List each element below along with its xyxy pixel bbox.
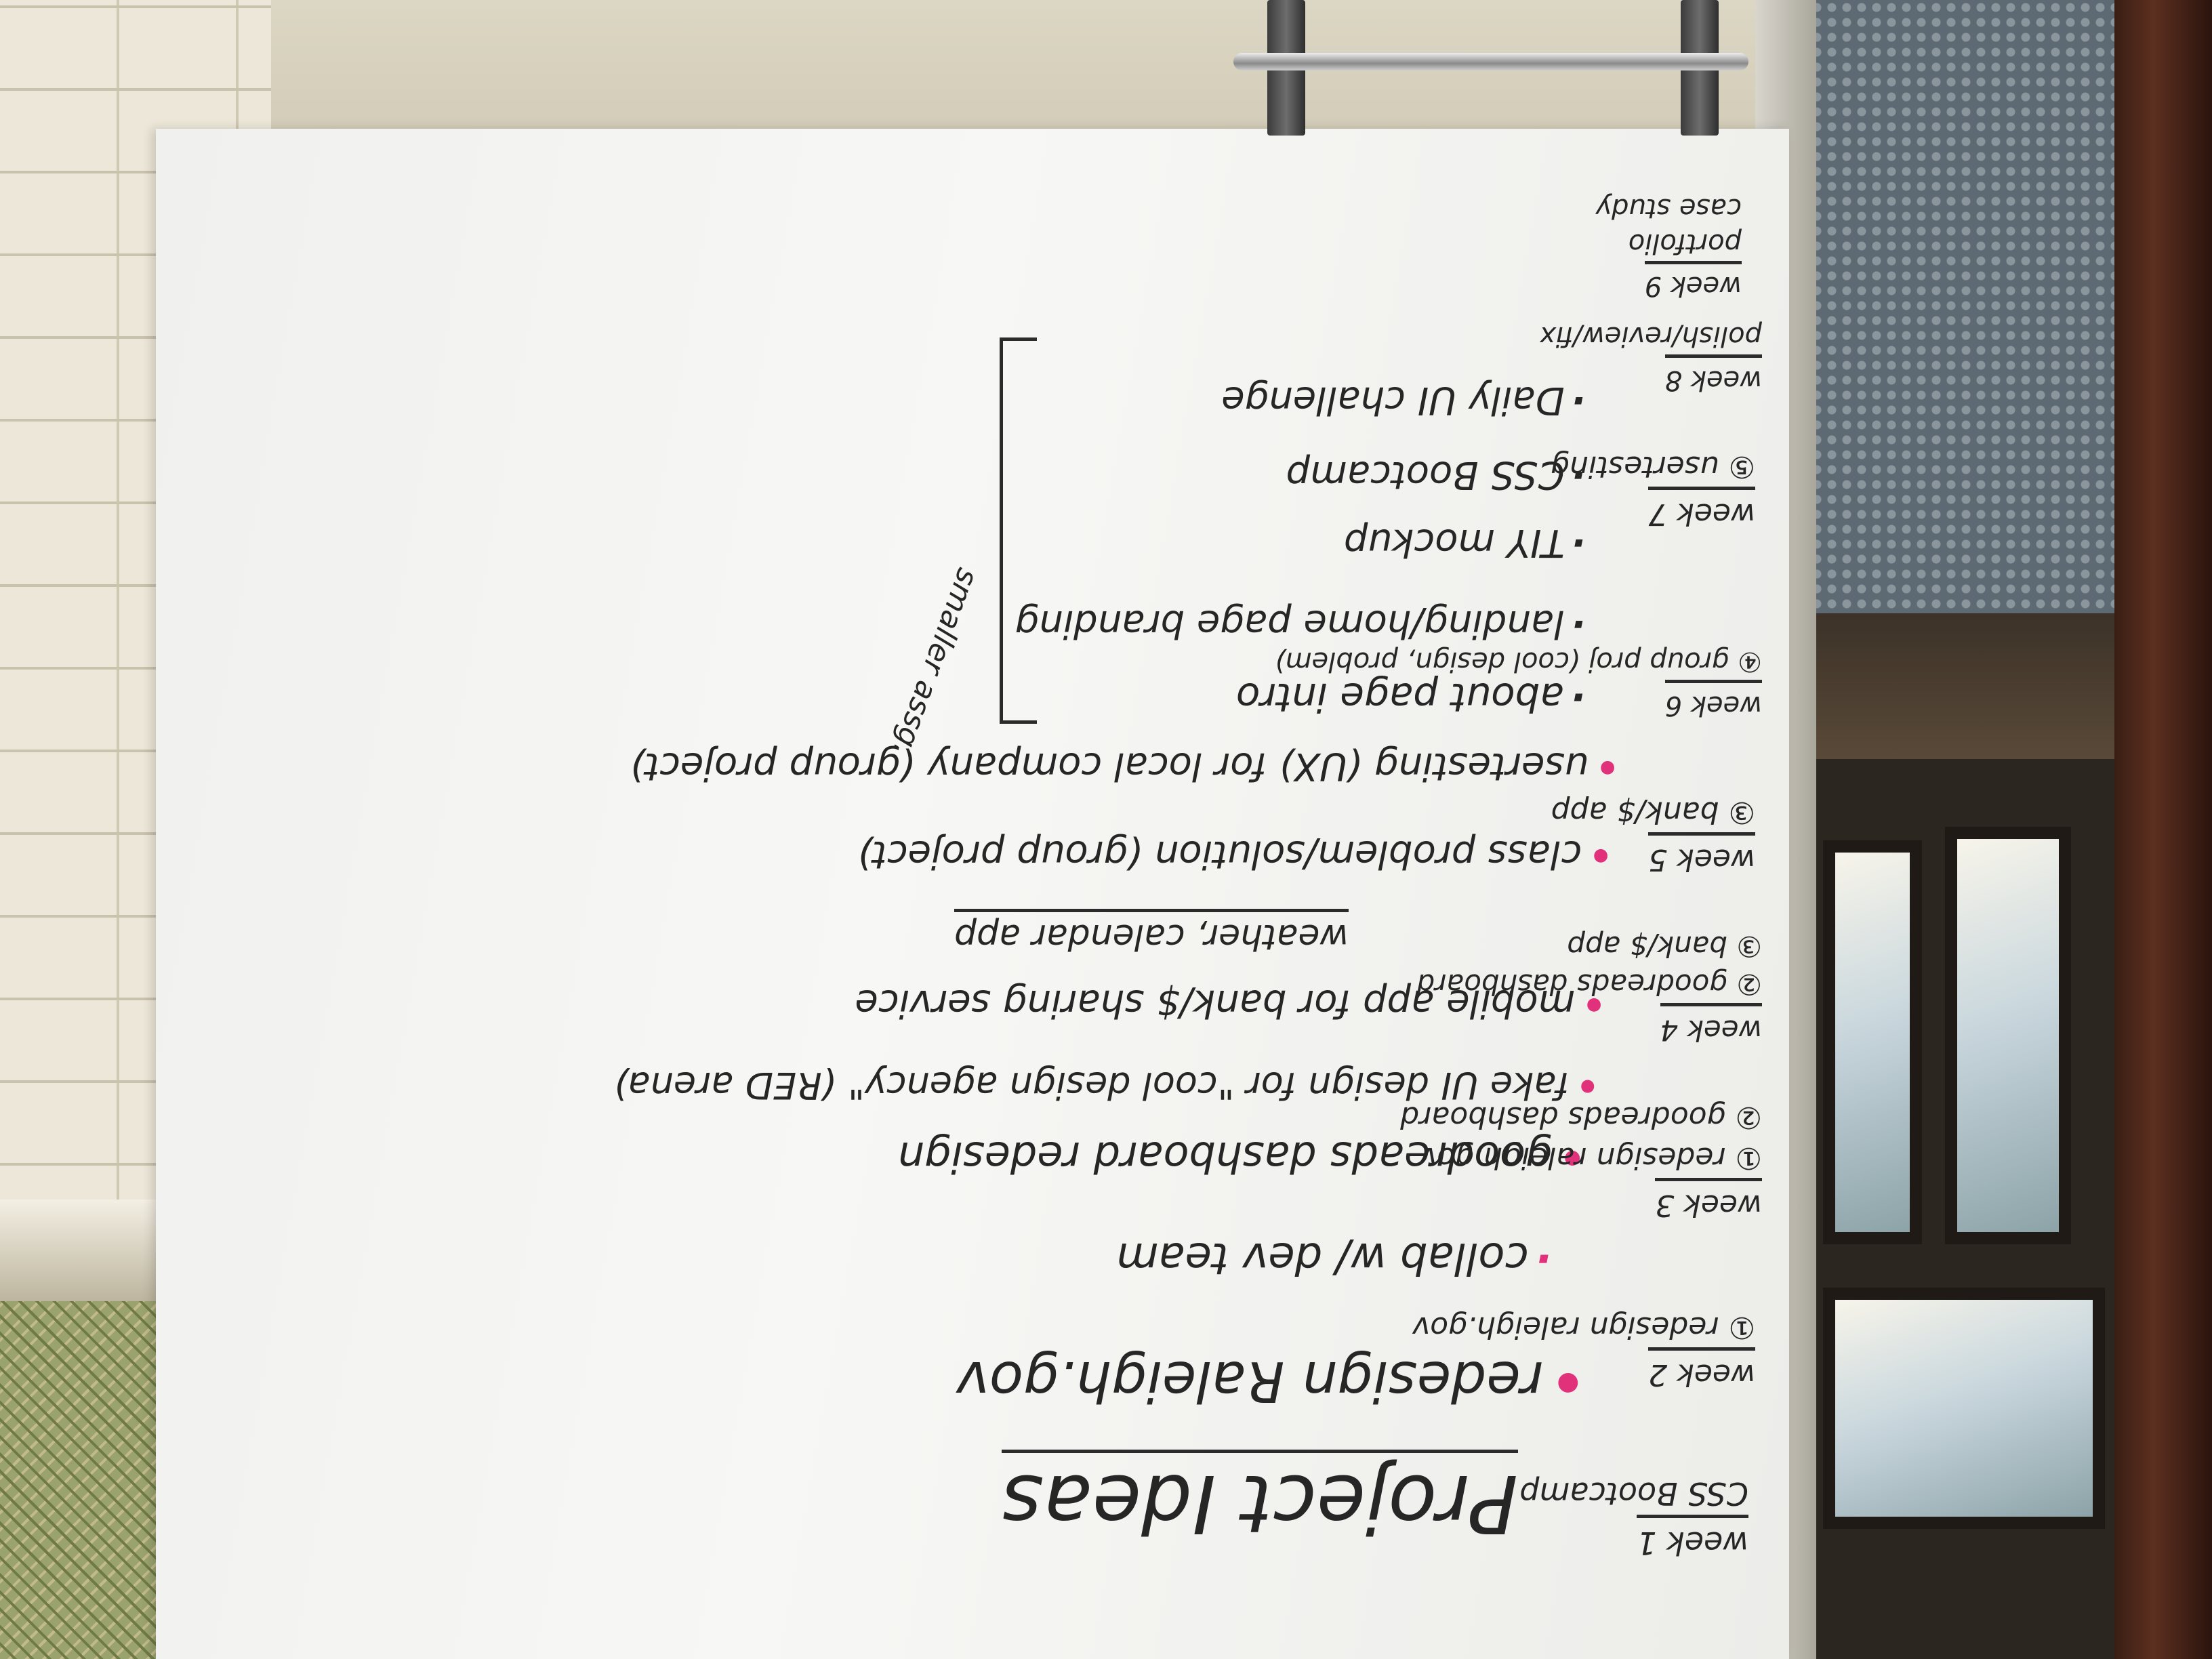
project-item: weather, calendar app — [954, 909, 1349, 957]
ceiling-beam — [1809, 613, 2121, 762]
project-item: •class problem/solution (group project) — [857, 832, 1613, 876]
week-block: week 2 ① redesign raleigh.gov — [1412, 1307, 1755, 1395]
window-lower — [1823, 1288, 2105, 1529]
mosaic-tile-border — [0, 1301, 163, 1659]
week-block: week 4 ② goodreads dashboard ③ bank/$ ap… — [1417, 926, 1762, 1049]
project-item: ·TIY mockup — [1343, 520, 1586, 565]
handwriting-layer: Project Ideas •redesign Raleigh.gov ·col… — [156, 129, 1789, 1659]
week-block: week 9 portfolio case study — [1595, 190, 1742, 304]
week-block: week 7 ⑤ usertesting — [1551, 446, 1755, 534]
project-item: •usertesting (UX) for local company (gro… — [630, 744, 1620, 788]
board-title: Project Ideas — [1002, 1450, 1518, 1551]
project-item: ·Daily UI challenge — [1221, 378, 1586, 422]
wooden-post — [2114, 0, 2212, 1659]
week-block: week 8 polish/review/fix — [1540, 318, 1762, 398]
room-interior — [1809, 759, 2121, 1659]
window-upper-right — [1945, 827, 2071, 1244]
project-item: ·landing/home page branding — [1015, 602, 1586, 646]
bracket-note: smaller assg. — [885, 563, 985, 761]
whiteboard: Project Ideas •redesign Raleigh.gov ·col… — [156, 129, 1789, 1659]
towel-rail — [1233, 53, 1748, 70]
week-block: week 3 ① redesign raleigh.gov ② goodread… — [1400, 1097, 1762, 1225]
project-item: ·collab w/ dev team — [1116, 1233, 1552, 1283]
project-item: ·CSS Bootcamp — [1286, 453, 1586, 497]
tin-ceiling — [1809, 0, 2121, 623]
week-block: week 1 CSS Bootcamp — [1519, 1473, 1748, 1564]
week-block: week 6 ④ group proj (cool design, proble… — [1275, 643, 1762, 724]
window-upper-left — [1823, 840, 1922, 1244]
week-block: week 5 ③ bank/$ app — [1551, 792, 1755, 880]
bracket — [1000, 337, 1037, 724]
